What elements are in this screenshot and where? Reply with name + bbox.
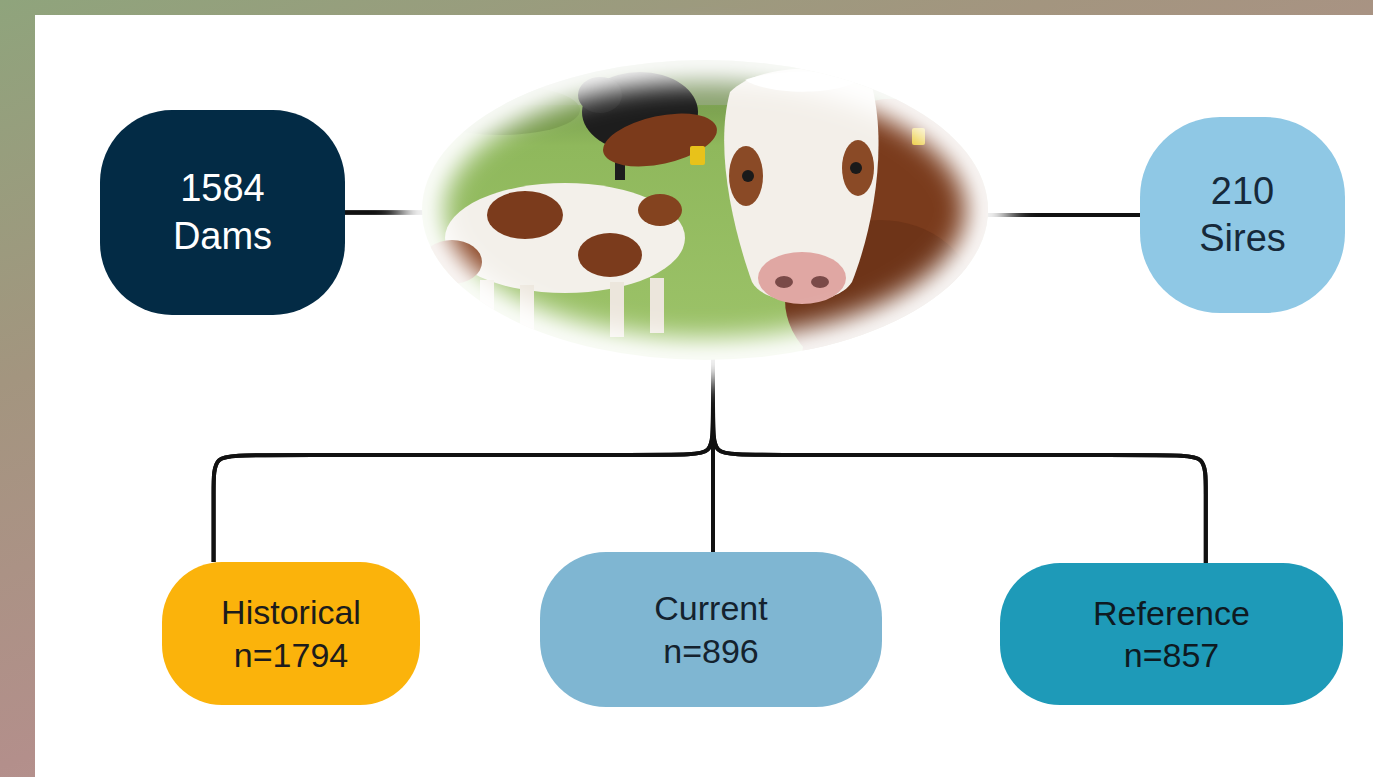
group-box: Current n=896 — [540, 552, 882, 707]
connector-line — [713, 215, 1140, 552]
group-box: Reference n=857 — [1000, 563, 1343, 705]
node-text-group: Reference n=857 — [1093, 592, 1250, 677]
node-text-group: Current n=896 — [654, 587, 767, 672]
node-text-group: 1584 Dams — [173, 165, 272, 260]
node-label: 1584 Dams — [173, 165, 272, 260]
group-box: Historical n=1794 — [162, 562, 420, 705]
node-label: Historical n=1794 — [221, 591, 361, 676]
parent-box: 210 Sires — [1140, 117, 1345, 313]
photo-feather-edge — [422, 60, 988, 360]
node-label: Current n=896 — [654, 587, 767, 672]
photo-content — [410, 50, 1000, 380]
node-label: Reference n=857 — [1093, 592, 1250, 677]
node-text-group: 210 Sires — [1199, 168, 1286, 263]
node-label: 210 Sires — [1199, 168, 1286, 263]
connector-line — [345, 213, 1206, 564]
node-text-group: Historical n=1794 — [221, 591, 361, 676]
parent-box: 1584 Dams — [100, 110, 345, 315]
